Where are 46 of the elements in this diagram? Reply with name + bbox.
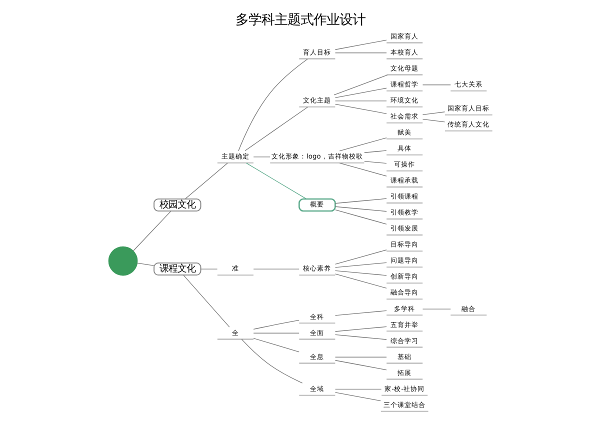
- connector: [252, 320, 299, 330]
- connector: [338, 162, 386, 176]
- connector: [240, 338, 302, 384]
- connector: [422, 308, 450, 310]
- connector: [184, 162, 228, 200]
- connector: [334, 334, 386, 340]
- connector: [136, 262, 154, 266]
- connector: [334, 270, 386, 276]
- connector: [245, 162, 306, 200]
- connector: [334, 198, 386, 204]
- connector: [334, 100, 386, 102]
- connector: [132, 210, 171, 252]
- connector: [334, 88, 386, 98]
- connector: [252, 338, 299, 352]
- connector: [333, 74, 388, 96]
- connector: [182, 274, 230, 328]
- connector: [334, 104, 386, 114]
- connector: [334, 274, 386, 289]
- connector: [334, 388, 382, 390]
- connector: [422, 84, 450, 86]
- connector: [238, 58, 308, 152]
- connector: [252, 332, 299, 334]
- connector: [364, 150, 386, 153]
- node-box: 校园文化: [153, 198, 201, 212]
- connector: [244, 106, 308, 152]
- connector: [334, 262, 386, 268]
- connector: [334, 206, 386, 212]
- connector: [334, 326, 386, 332]
- node-box: 课程文化: [153, 262, 201, 276]
- connector: [338, 137, 386, 152]
- connector: [422, 112, 445, 116]
- diagram-title: 多学科主题式作业设计: [235, 13, 365, 28]
- connector: [252, 156, 270, 158]
- connector: [334, 40, 386, 50]
- connector: [334, 250, 386, 265]
- connector: [334, 310, 386, 316]
- connector: [252, 268, 299, 270]
- connector: [334, 210, 386, 224]
- node-circle: [108, 246, 138, 276]
- connector: [422, 118, 445, 122]
- connector: [334, 360, 386, 370]
- connector: [334, 356, 386, 358]
- connector: [334, 52, 386, 54]
- connector: [334, 392, 380, 402]
- connector: [200, 268, 218, 270]
- connector: [364, 160, 386, 164]
